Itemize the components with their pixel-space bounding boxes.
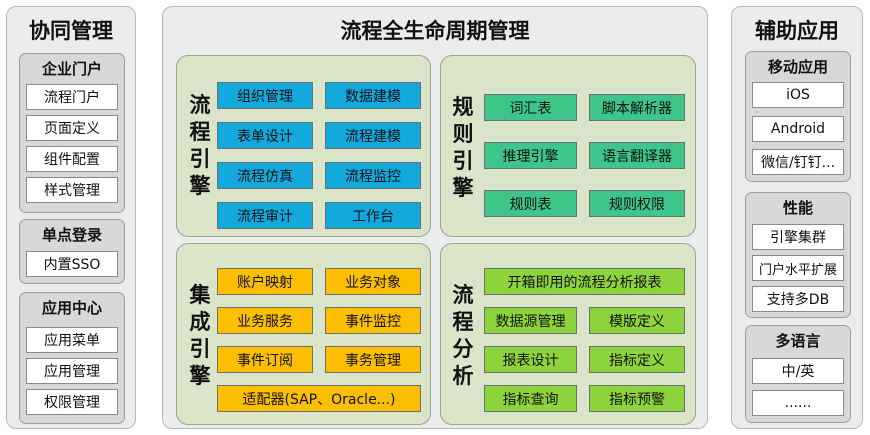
performance-title: 性能 [782, 199, 813, 217]
process-analytics-label: 流 程 分 析 [452, 283, 474, 388]
integration-engine-item[interactable]: 业务对象 [325, 268, 421, 295]
app-center-item[interactable]: 应用菜单 [26, 327, 118, 353]
enterprise-portal-group: 企业门户 流程门户 页面定义 组件配置 样式管理 [19, 53, 125, 213]
multilanguage-group: 多语言 中/英 ...... [745, 325, 851, 423]
sso-item[interactable]: 内置SSO [26, 251, 118, 277]
integration-engine-item[interactable]: 事件订阅 [217, 346, 313, 373]
language-item[interactable]: ...... [752, 390, 844, 416]
performance-item[interactable]: 引擎集群 [752, 224, 844, 250]
performance-group: 性能 引擎集群 门户水平扩展 支持多DB [745, 192, 851, 318]
portal-item[interactable]: 流程门户 [26, 84, 118, 110]
integration-engine-item[interactable]: 事务管理 [325, 346, 421, 373]
rule-engine-item[interactable]: 词汇表 [484, 94, 577, 121]
portal-item[interactable]: 样式管理 [26, 177, 118, 203]
portal-item[interactable]: 页面定义 [26, 115, 118, 141]
analytics-item[interactable]: 数据源管理 [484, 307, 577, 334]
lifecycle-panel-title: 流程全生命周期管理 [340, 19, 530, 43]
mobile-title: 移动应用 [767, 58, 828, 76]
rule-engine-item[interactable]: 推理引擎 [484, 142, 577, 169]
rule-engine-item[interactable]: 规则表 [484, 190, 577, 217]
portal-item[interactable]: 组件配置 [26, 146, 118, 172]
rule-engine-label: 规 则 引 擎 [452, 95, 474, 200]
analytics-item[interactable]: 指标查询 [484, 385, 577, 412]
performance-item[interactable]: 门户水平扩展 [752, 255, 844, 281]
analytics-item[interactable]: 模版定义 [589, 307, 685, 334]
integration-engine-item[interactable]: 账户映射 [217, 268, 313, 295]
analytics-item[interactable]: 报表设计 [484, 346, 577, 373]
process-analytics-section: 流 程 分 析 开箱即用的流程分析报表 数据源管理 模版定义 报表设计 指标定义… [440, 243, 696, 425]
language-item[interactable]: 中/英 [752, 358, 844, 384]
process-engine-item[interactable]: 组织管理 [217, 82, 313, 109]
mobile-item[interactable]: Android [752, 116, 844, 142]
rule-engine-section: 规 则 引 擎 词汇表 脚本解析器 推理引擎 语言翻译器 规则表 规则权限 [440, 55, 696, 237]
mobile-item[interactable]: 微信/钉钉... [752, 149, 844, 175]
rule-engine-item[interactable]: 语言翻译器 [589, 142, 685, 169]
integration-engine-item[interactable]: 业务服务 [217, 307, 313, 334]
integration-engine-item[interactable]: 事件监控 [325, 307, 421, 334]
sso-title: 单点登录 [41, 226, 102, 244]
process-engine-section: 流 程 引 擎 组织管理 数据建模 表单设计 流程建模 流程仿真 流程监控 流程… [176, 55, 431, 237]
enterprise-portal-title: 企业门户 [41, 60, 102, 78]
process-engine-item[interactable]: 流程监控 [325, 162, 421, 189]
process-engine-item[interactable]: 流程仿真 [217, 162, 313, 189]
auxiliary-panel: 辅助应用 移动应用 iOS Android 微信/钉钉... 性能 引擎集群 门… [731, 6, 863, 429]
app-center-group: 应用中心 应用菜单 应用管理 权限管理 [19, 292, 125, 424]
lifecycle-panel: 流程全生命周期管理 流 程 引 擎 组织管理 数据建模 表单设计 流程建模 流程… [162, 6, 708, 429]
app-center-item[interactable]: 应用管理 [26, 358, 118, 384]
sso-group: 单点登录 内置SSO [19, 219, 125, 284]
process-engine-item[interactable]: 工作台 [325, 202, 421, 229]
process-engine-item[interactable]: 流程建模 [325, 122, 421, 149]
rule-engine-item[interactable]: 脚本解析器 [589, 94, 685, 121]
adapter-item[interactable]: 适配器(SAP、Oracle...) [217, 385, 421, 412]
multilanguage-title: 多语言 [775, 332, 821, 350]
mobile-group: 移动应用 iOS Android 微信/钉钉... [745, 51, 851, 182]
rule-engine-item[interactable]: 规则权限 [589, 190, 685, 217]
mobile-item[interactable]: iOS [752, 82, 844, 108]
process-engine-label: 流 程 引 擎 [189, 93, 211, 198]
collaboration-panel-title: 协同管理 [29, 19, 113, 43]
analytics-item[interactable]: 指标定义 [589, 346, 685, 373]
integration-engine-label: 集 成 引 擎 [189, 283, 211, 388]
process-engine-item[interactable]: 表单设计 [217, 122, 313, 149]
analytics-item[interactable]: 指标预警 [589, 385, 685, 412]
process-engine-item[interactable]: 流程审计 [217, 202, 313, 229]
app-center-title: 应用中心 [41, 299, 102, 317]
app-center-item[interactable]: 权限管理 [26, 389, 118, 415]
integration-engine-section: 集 成 引 擎 账户映射 业务对象 业务服务 事件监控 事件订阅 事务管理 适配… [176, 243, 431, 425]
auxiliary-panel-title: 辅助应用 [755, 19, 839, 43]
collaboration-panel: 协同管理 企业门户 流程门户 页面定义 组件配置 样式管理 单点登录 内置SSO… [6, 6, 136, 429]
performance-item[interactable]: 支持多DB [752, 286, 844, 312]
process-engine-item[interactable]: 数据建模 [325, 82, 421, 109]
analytics-report-item[interactable]: 开箱即用的流程分析报表 [484, 268, 685, 295]
